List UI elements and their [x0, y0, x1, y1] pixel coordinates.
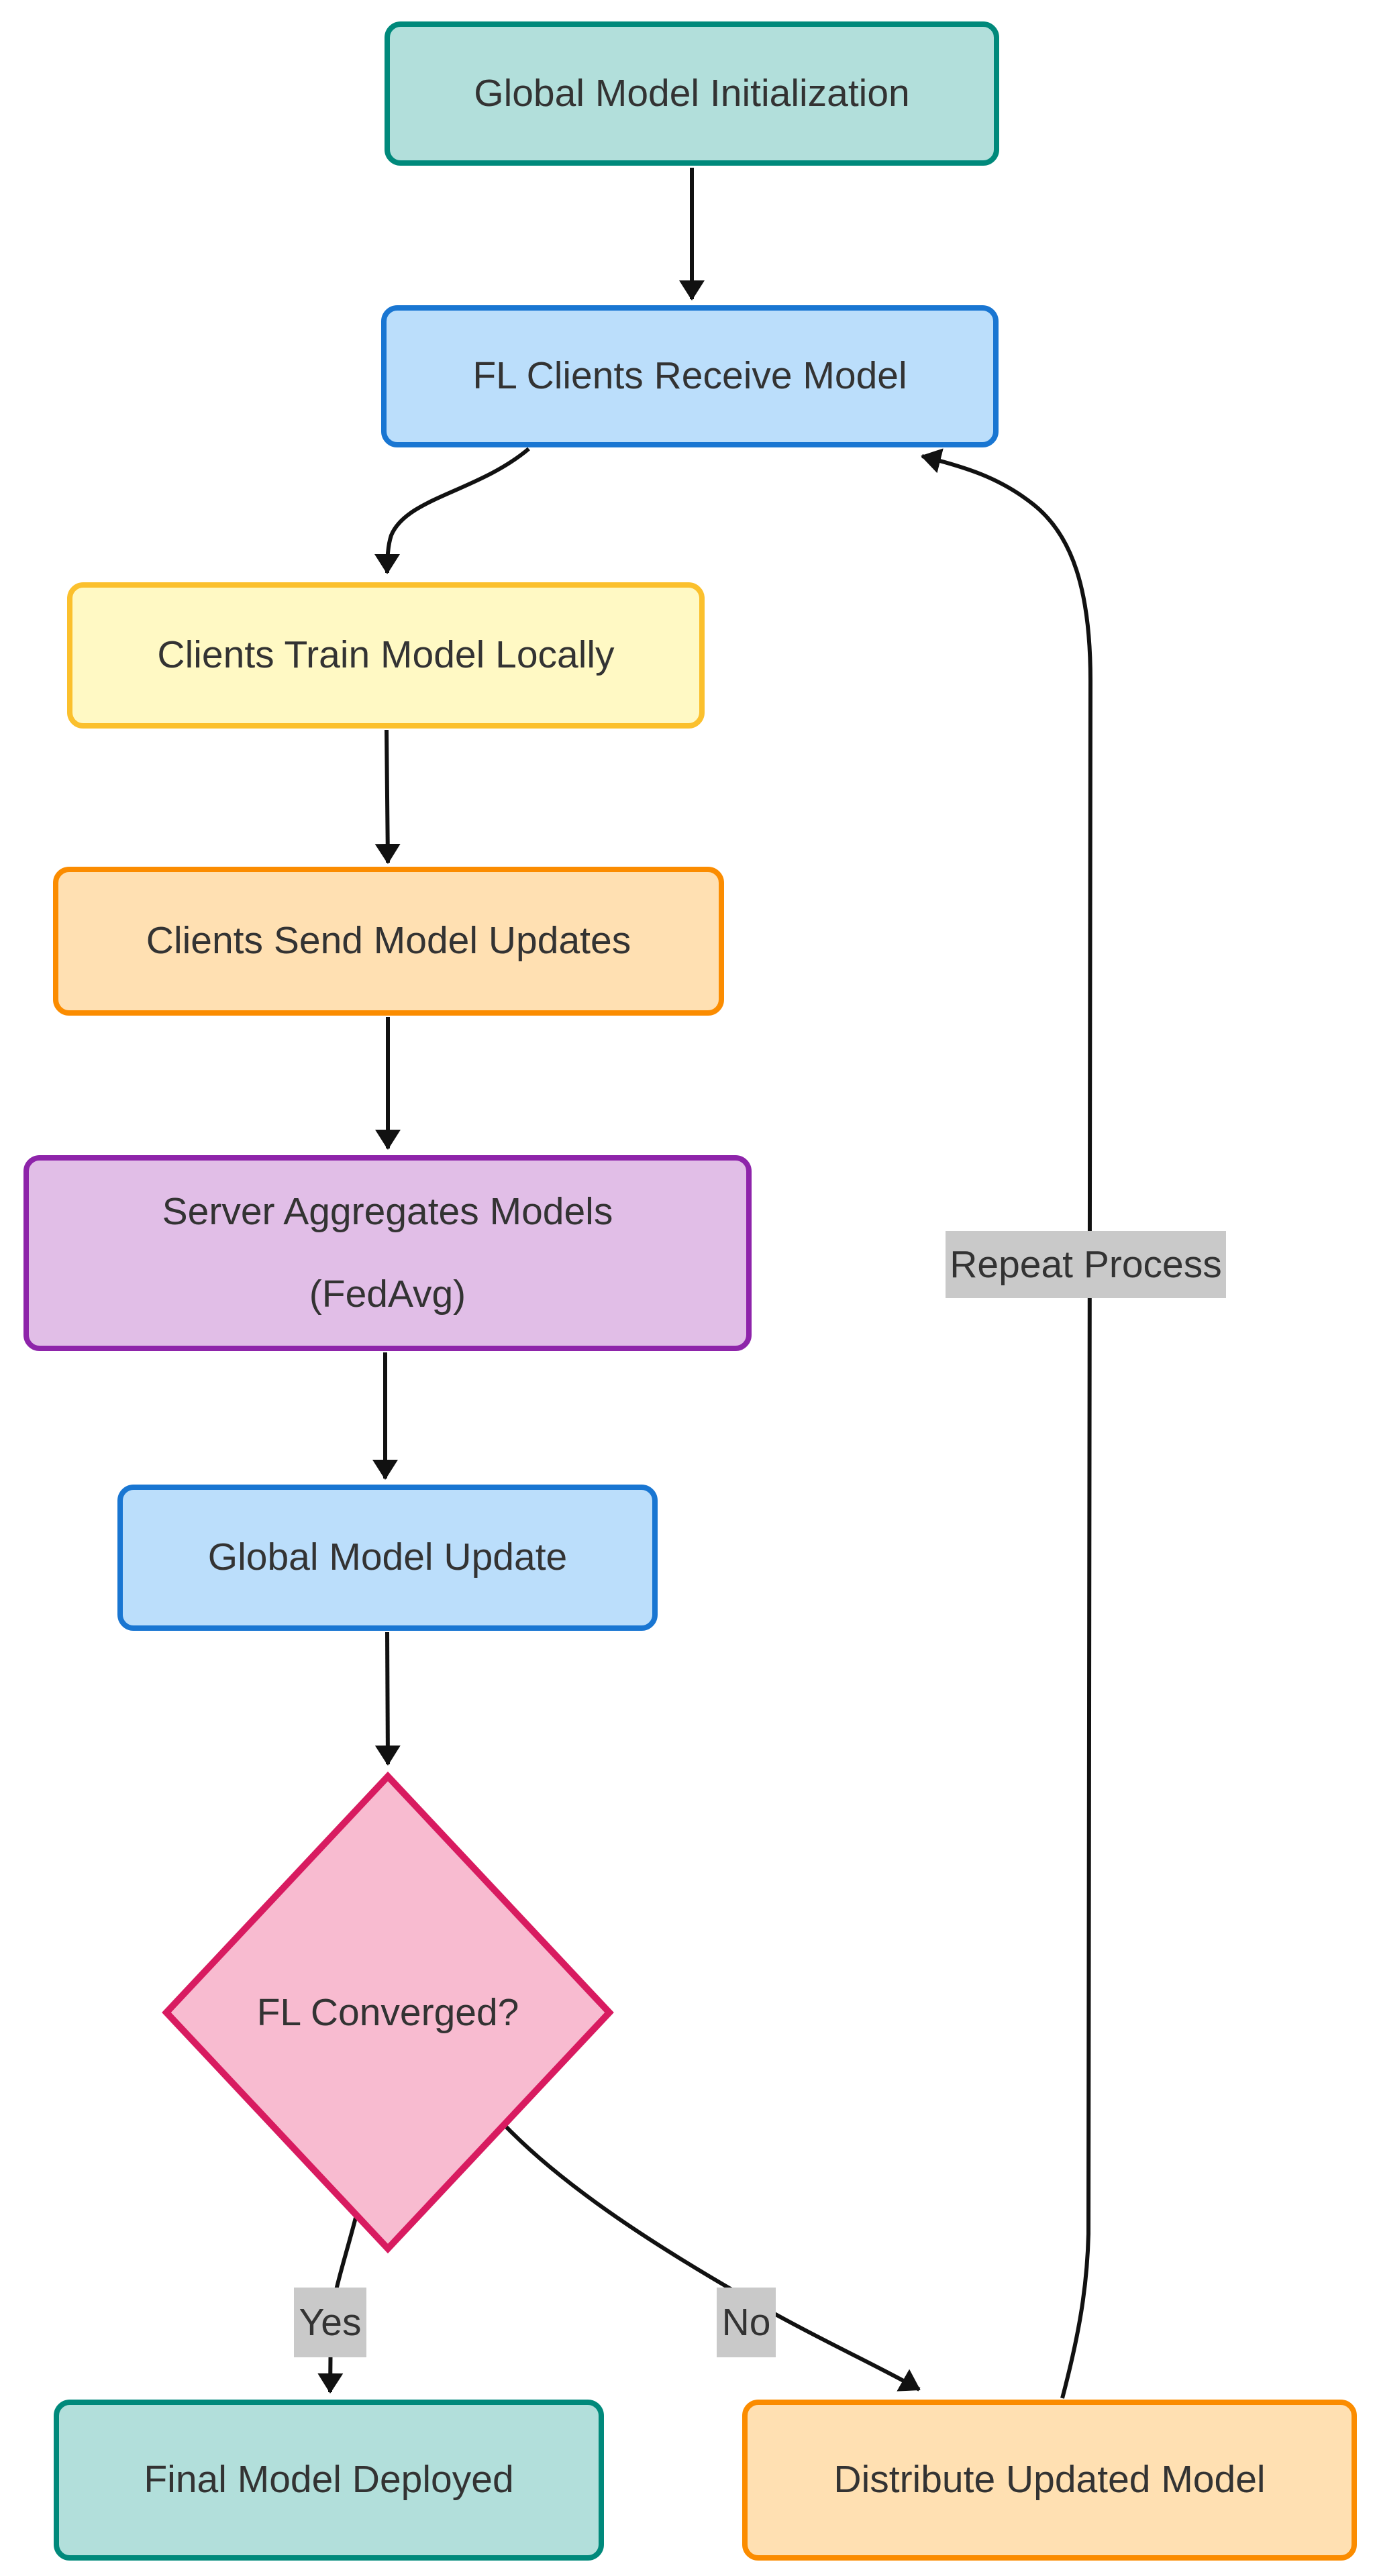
node-label: Clients Train Model Locally [157, 633, 615, 677]
edge-update-to-converged [374, 1631, 401, 1766]
node-label: Final Model Deployed [144, 2458, 514, 2502]
node-final-model-deployed: Final Model Deployed [54, 2400, 604, 2561]
edge-receive-to-train [374, 447, 530, 574]
node-label: Server Aggregates Models (FedAvg) [162, 1188, 613, 1319]
node-label-line-2: (FedAvg) [309, 1273, 466, 1316]
edge-label-text: No [721, 2301, 771, 2344]
node-label: Global Model Update [207, 1536, 568, 1579]
node-distribute-updated-model: Distribute Updated Model [742, 2400, 1357, 2561]
node-fl-converged-shape [162, 1771, 614, 2254]
node-clients-send-model-updates: Clients Send Model Updates [53, 867, 724, 1016]
node-label-line-1: Server Aggregates Models [162, 1189, 613, 1233]
edge-distribute-repeat-to-receive [921, 448, 1093, 2399]
node-fl-clients-receive-model: FL Clients Receive Model [381, 305, 999, 447]
node-label: Distribute Updated Model [833, 2458, 1266, 2502]
node-fl-converged-label: FL Converged? [220, 1976, 556, 2049]
node-label: FL Converged? [256, 1991, 519, 2034]
edge-label-no: No [717, 2288, 776, 2357]
node-server-aggregates-models: Server Aggregates Models (FedAvg) [23, 1155, 752, 1351]
node-label: FL Clients Receive Model [472, 354, 907, 398]
node-global-model-update: Global Model Update [117, 1485, 658, 1631]
edge-train-to-send [374, 729, 401, 864]
node-label: Global Model Initialization [474, 71, 910, 115]
edge-label-text: Repeat Process [950, 1243, 1222, 1286]
edge-label-text: Yes [299, 2301, 362, 2344]
edge-converged-no-to-distribute [502, 2123, 921, 2392]
edge-label-yes: Yes [294, 2288, 366, 2357]
edge-label-repeat-process: Repeat Process [946, 1231, 1226, 1298]
node-global-model-initialization: Global Model Initialization [385, 21, 999, 166]
node-clients-train-model-locally: Clients Train Model Locally [67, 582, 705, 729]
node-label: Clients Send Model Updates [146, 919, 631, 963]
